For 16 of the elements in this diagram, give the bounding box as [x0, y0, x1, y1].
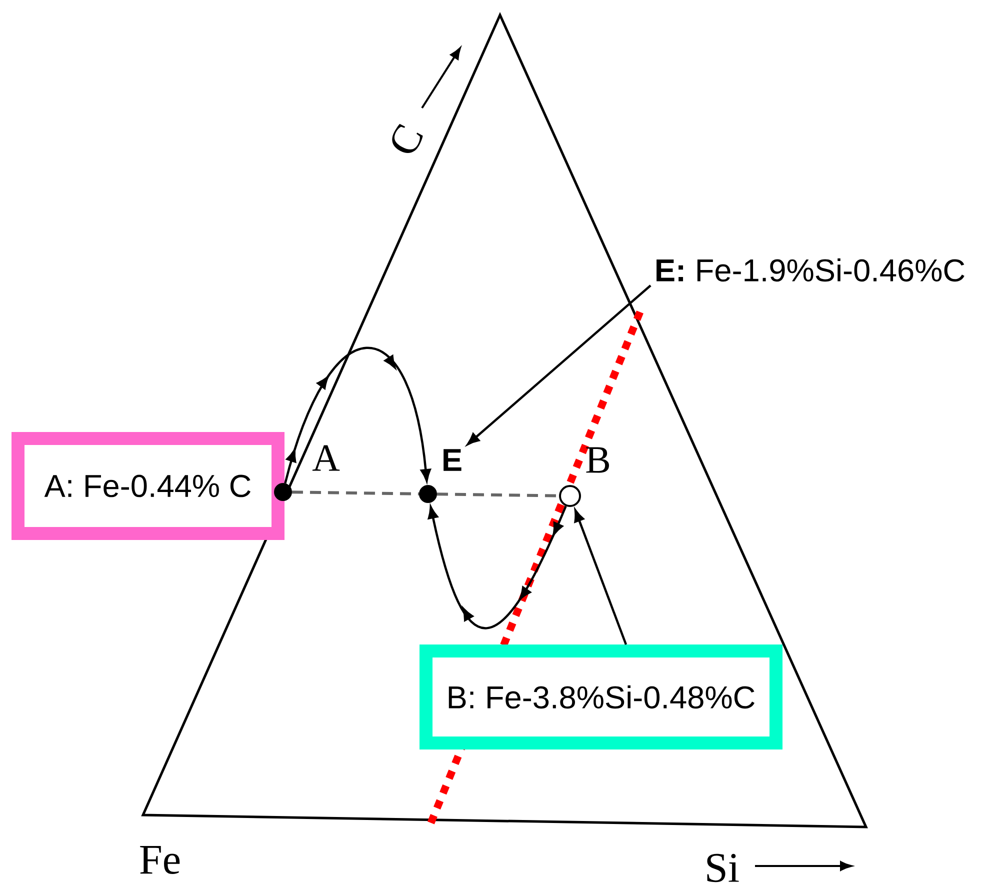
callout-text: E: Fe-1.9%Si-0.46%C	[656, 258, 964, 282]
axis-label: Fe	[140, 846, 180, 874]
callout-box: B: Fe-3.8%Si-0.48%C	[420, 644, 782, 750]
point-letter: E	[444, 449, 462, 471]
flow-curve	[428, 506, 567, 630]
axis-label: C	[392, 124, 423, 154]
point-marker	[559, 485, 581, 507]
axis-label: Si	[707, 854, 739, 882]
point-label: B	[586, 447, 609, 473]
point-label: A	[312, 445, 340, 471]
flow-curve	[284, 347, 431, 484]
point-marker	[274, 483, 292, 501]
point-marker	[419, 485, 437, 503]
callout-box: A: Fe-0.44% C	[12, 432, 284, 540]
arrow	[467, 284, 652, 446]
dashed-line	[292, 490, 420, 496]
